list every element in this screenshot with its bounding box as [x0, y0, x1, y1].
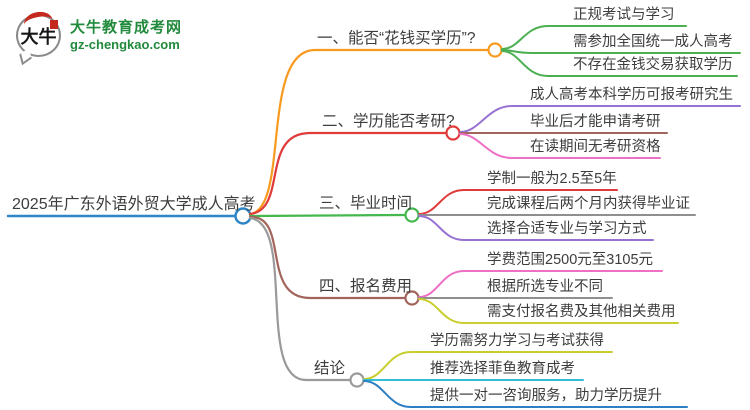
leaf-label[interactable]: 学历需努力学习与考试获得 [430, 333, 604, 349]
leaf-connector [363, 380, 688, 408]
branch-node-circle[interactable] [349, 372, 365, 388]
logo-characters: 大牛 [20, 26, 57, 48]
leaf-connector [501, 50, 738, 77]
root-node-label[interactable]: 2025年广东外语外贸大学成人高考 [12, 196, 256, 213]
leaf-connector [501, 25, 687, 50]
leaf-label[interactable]: 正规考试与学习 [573, 7, 675, 23]
leaf-connector [418, 270, 663, 298]
branch-label-3[interactable]: 三、毕业时间 [319, 195, 413, 212]
branch-node-circle[interactable] [487, 42, 503, 58]
leaf-connector [501, 49, 741, 54]
site-url: gz-chengkao.com [70, 37, 180, 52]
branch-label-1[interactable]: 一、能否“花钱买学历”? [317, 30, 476, 47]
branch-connector [248, 213, 407, 218]
daniu-bubble-icon: 大牛 [16, 9, 61, 57]
leaf-connector [418, 189, 618, 215]
leaf-connector [459, 105, 741, 133]
branch-label-5[interactable]: 结论 [314, 360, 346, 377]
branch-connector [248, 216, 352, 382]
branch-connector [248, 215, 407, 300]
leaf-label[interactable]: 成人高考本科学历可报考研究生 [530, 87, 733, 103]
leaf-label[interactable]: 需支付报名费及其他相关费用 [487, 304, 676, 320]
leaf-connector [418, 298, 679, 324]
leaf-label[interactable]: 学费范围2500元至3105元 [487, 252, 654, 268]
leaf-label[interactable]: 需参加全国统一成人高考 [573, 34, 733, 50]
branch-label-2[interactable]: 二、学历能否考研? [322, 113, 455, 130]
leaf-connector [418, 215, 654, 241]
leaf-connector [459, 133, 661, 159]
leaf-label[interactable]: 提供一对一咨询服务，助力学历提升 [430, 388, 662, 404]
site-logo[interactable]: 大牛 大牛教育成考网 gz-chengkao.com [16, 9, 182, 57]
leaf-label[interactable]: 学制一般为2.5至5年 [487, 171, 617, 187]
leaf-label[interactable]: 完成课程后两个月内获得毕业证 [487, 196, 690, 212]
leaf-label[interactable]: 在读期间无考研资格 [530, 139, 661, 155]
leaf-label[interactable]: 推荐选择菲鱼教育成考 [430, 361, 575, 377]
logo-red-seal [50, 20, 58, 29]
leaf-label[interactable]: 根据所选专业不同 [487, 279, 603, 295]
leaf-label[interactable]: 毕业后才能申请考研 [530, 114, 661, 130]
branch-connector [248, 48, 490, 216]
site-name: 大牛教育成考网 [70, 19, 183, 36]
branch-connector [248, 131, 448, 216]
logo-text-block: 大牛教育成考网 gz-chengkao.com [70, 18, 182, 53]
leaf-connector [363, 351, 613, 380]
leaf-label[interactable]: 选择合适专业与学习方式 [487, 221, 647, 237]
branch-label-4[interactable]: 四、报名费用 [319, 278, 413, 295]
leaf-label[interactable]: 不存在金钱交易获取学历 [573, 57, 733, 73]
